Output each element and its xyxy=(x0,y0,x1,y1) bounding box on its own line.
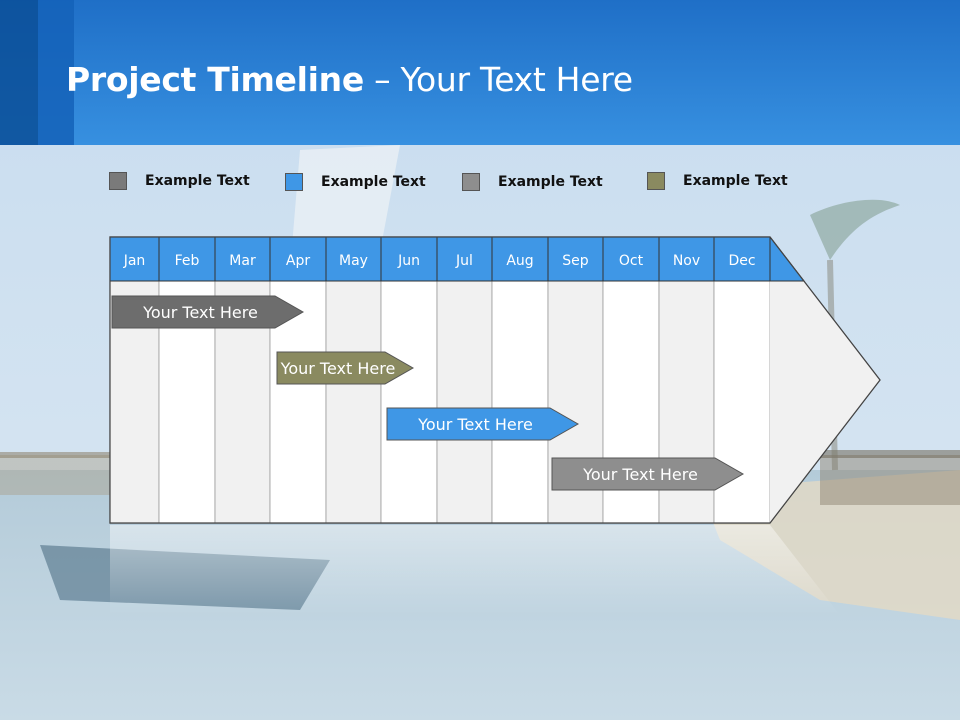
month-label: Sep xyxy=(562,253,589,269)
legend-label: Example Text xyxy=(321,174,426,190)
month-column xyxy=(380,280,438,524)
month-label: May xyxy=(339,253,368,269)
month-label: Aug xyxy=(506,253,533,269)
timeline-bar[interactable] xyxy=(276,351,415,385)
legend-item: Example Text xyxy=(647,171,788,191)
month-column xyxy=(491,280,549,524)
timeline-bar[interactable] xyxy=(111,295,305,329)
banner-stripe xyxy=(38,0,74,145)
legend-swatch xyxy=(647,172,665,190)
banner-stripe xyxy=(0,0,38,145)
month-label: Dec xyxy=(728,253,755,269)
timeline-bar-label: Your Text Here xyxy=(280,359,396,378)
month-label: Jun xyxy=(397,253,420,269)
legend-swatch xyxy=(462,173,480,191)
month-label: Feb xyxy=(175,253,200,269)
timeline-bar[interactable] xyxy=(386,407,580,441)
title-bold: Project Timeline xyxy=(66,60,364,99)
legend-label: Example Text xyxy=(145,173,250,189)
month-label: Jul xyxy=(455,253,473,269)
month-label: Mar xyxy=(229,253,256,269)
timeline-arrow-outline xyxy=(109,236,881,524)
legend-item: Example Text xyxy=(109,171,250,191)
timeline-bar[interactable] xyxy=(551,457,745,491)
legend-label: Example Text xyxy=(683,173,788,189)
legend-item: Example Text xyxy=(285,172,426,192)
month-column xyxy=(436,280,493,524)
legend-item: Example Text xyxy=(462,172,603,192)
month-column xyxy=(713,280,771,524)
month-label: Oct xyxy=(619,253,644,269)
month-label: Jan xyxy=(123,253,146,269)
legend-label: Example Text xyxy=(498,174,603,190)
timeline-bar-label: Your Text Here xyxy=(417,415,533,434)
title-banner: Project Timeline – Your Text Here xyxy=(0,0,960,145)
page-title: Project Timeline – Your Text Here xyxy=(66,60,633,99)
month-label: Nov xyxy=(673,253,700,269)
timeline-bar-label: Your Text Here xyxy=(142,303,258,322)
month-column xyxy=(325,280,382,524)
title-rest: – Your Text Here xyxy=(363,60,633,99)
timeline-bar-label: Your Text Here xyxy=(582,465,698,484)
month-label: Apr xyxy=(286,253,310,269)
arrow-head xyxy=(770,281,880,523)
legend-swatch xyxy=(109,172,127,190)
legend-swatch xyxy=(285,173,303,191)
arrow-reflection xyxy=(110,525,840,615)
